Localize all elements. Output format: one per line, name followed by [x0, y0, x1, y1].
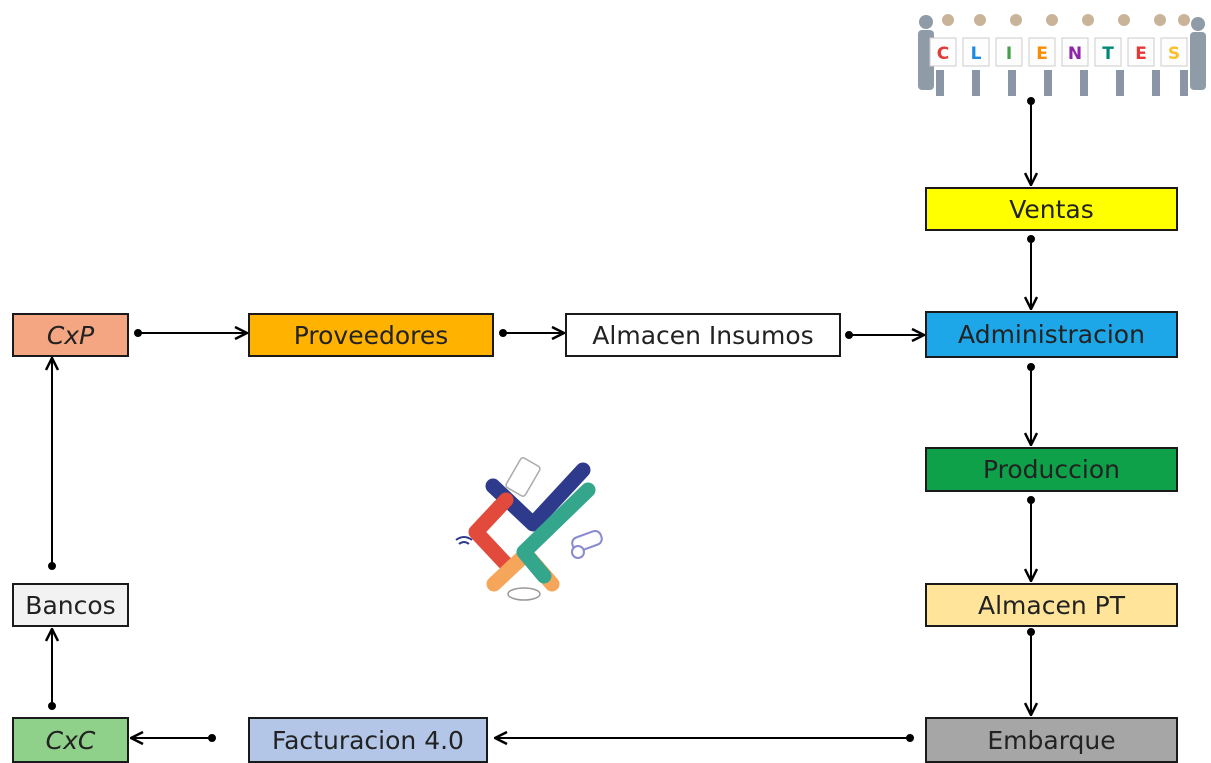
- node-facturacion: Facturacion 4.0: [248, 717, 488, 763]
- letter-card: [1160, 37, 1188, 67]
- node-almacen-insumos-label: Almacen Insumos: [592, 320, 814, 350]
- node-ventas-label: Ventas: [1009, 194, 1094, 224]
- dot-produccion-almacenpt: [1027, 496, 1035, 504]
- node-cxc: CxC: [12, 717, 129, 763]
- dot-clientes-ventas: [1027, 97, 1035, 105]
- node-produccion-label: Produccion: [983, 455, 1120, 484]
- dot-administracion-produccion: [1027, 363, 1035, 371]
- letter-glyph: E: [1036, 44, 1048, 64]
- node-cxp: CxP: [12, 313, 129, 357]
- dot-cxp-proveedores: [134, 329, 142, 337]
- node-ventas: Ventas: [925, 187, 1178, 231]
- letter-card: [1094, 37, 1122, 67]
- letter-card: [995, 37, 1023, 67]
- letter-card: [962, 37, 990, 67]
- connected-devices-logo-icon: [448, 456, 618, 606]
- node-proveedores: Proveedores: [248, 313, 494, 357]
- letter-glyph: C: [937, 44, 949, 64]
- letter-card: [1127, 37, 1155, 67]
- dot-embarque-facturacion: [906, 734, 914, 742]
- node-produccion: Produccion: [925, 447, 1178, 492]
- letter-card: [929, 37, 957, 67]
- letter-glyph: S: [1168, 44, 1180, 64]
- letter-card: [1028, 37, 1056, 67]
- node-almacen-pt: Almacen PT: [925, 583, 1178, 627]
- node-embarque-label: Embarque: [987, 725, 1116, 755]
- node-almacen-pt-label: Almacen PT: [978, 590, 1125, 620]
- node-proveedores-label: Proveedores: [293, 320, 449, 350]
- node-almacen-insumos: Almacen Insumos: [565, 313, 841, 357]
- dot-ventas-administracion: [1027, 235, 1035, 243]
- dot-almacenpt-embarque: [1027, 628, 1035, 636]
- letter-card: [1061, 37, 1089, 67]
- letter-glyph: I: [1006, 44, 1012, 64]
- node-bancos: Bancos: [12, 583, 129, 627]
- dot-facturacion-cxc: [208, 734, 216, 742]
- node-administracion-label: Administracion: [958, 320, 1145, 349]
- letter-glyph: T: [1102, 44, 1114, 64]
- letter-glyph: L: [971, 44, 982, 64]
- node-administracion: Administracion: [925, 311, 1178, 358]
- node-facturacion-label: Facturacion 4.0: [272, 725, 464, 755]
- dot-almacen-administracion: [845, 331, 853, 339]
- letter-glyph: N: [1068, 44, 1082, 64]
- dot-proveedores-almacen: [499, 329, 507, 337]
- node-cxc-label: CxC: [45, 725, 96, 755]
- node-embarque: Embarque: [925, 717, 1178, 763]
- dot-bancos-cxp: [48, 562, 56, 570]
- letter-glyph: E: [1135, 44, 1147, 64]
- node-cxp-label: CxP: [46, 320, 95, 350]
- node-bancos-label: Bancos: [25, 590, 116, 620]
- dot-cxc-bancos: [48, 702, 56, 710]
